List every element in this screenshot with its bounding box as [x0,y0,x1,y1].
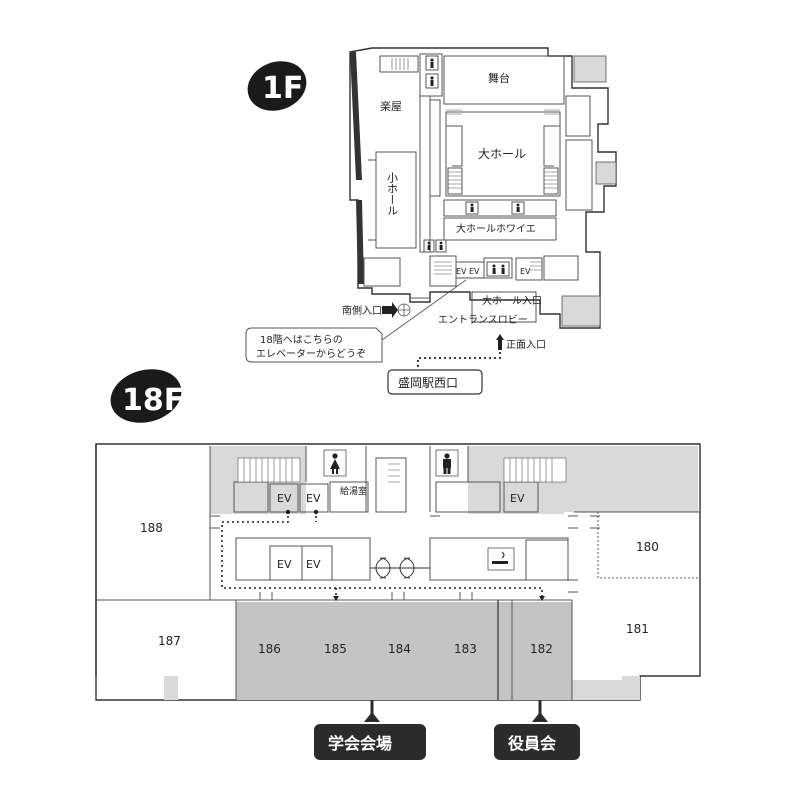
floor-1f-stairs [391,58,560,275]
west-wall [350,52,362,180]
elevator-18f-c: EV [510,492,525,505]
smoking-area-icon [487,547,515,571]
floor-1f-badge: 1F [247,61,307,111]
floor-18f-badge-text: 18F [122,383,184,418]
restroom-icon [423,55,525,277]
floor-18f-badge: 18F [110,369,184,423]
west-wall-lower [356,200,364,284]
room-184: 184 [388,642,411,656]
floor-1f-map: 1F [245,47,617,395]
room-large-hall-entrance: 大ホール入口 [482,294,542,307]
floor-1f-interior [363,53,593,323]
floor-1f-outline [349,47,617,329]
floor-18f-stairs [237,457,567,483]
conference-venue-pill: 学会会場 [314,700,426,760]
callout-line-1: 18階へはこちらの [260,334,343,346]
elevator-1f-b: EV [469,267,480,276]
doorway-icon [370,557,430,579]
room-187: 187 [158,634,181,648]
restroom-men-icon [435,449,459,477]
floor-1f-badge-text: 1F [262,71,303,106]
elevator-1f-a: EV [456,267,467,276]
callout-leader [381,279,467,341]
station-box: 盛岡駅西口 [387,369,483,395]
room-182: 182 [530,642,553,656]
floor-1f-service [561,55,617,327]
front-entrance-arrow-icon [496,334,504,350]
route-arrows [285,509,545,601]
elevator-1f-c: EV [520,267,531,276]
restroom-women-icon [323,449,347,477]
front-entrance-label: 正面入口 [506,340,546,351]
elevator-18f-a: EV [277,492,292,505]
elevator-callout: 18階へはこちらの エレベーターからどうぞ [245,279,467,363]
room-183: 183 [454,642,477,656]
board-venue-label: 役員会 [508,734,556,753]
room-kitchenette: 給湯室 [340,485,367,497]
elevator-18f-d: EV [277,558,292,571]
elevator-18f-b: EV [306,492,321,505]
conference-venue-label: 学会会場 [328,734,392,753]
route-18f [221,516,543,596]
room-186: 186 [258,642,281,656]
room-small-hall: 小ホール [386,172,399,216]
callout-line-2: エレベーターからどうぞ [256,348,366,360]
elevator-18f-e: EV [306,558,321,571]
floor-18f-walls [96,446,700,700]
venue-conference-area [236,602,512,700]
room-green-room: 楽屋 [380,100,402,113]
venue-board-area [512,602,572,700]
room-large-hall-foyer: 大ホールホワイエ [456,222,536,235]
south-entrance-label: 南側入口 [342,304,382,317]
room-180: 180 [636,540,659,554]
room-185: 185 [324,642,347,656]
room-large-hall: 大ホール [478,147,526,161]
south-entrance-arrow-icon [382,302,398,318]
room-188: 188 [140,521,163,535]
walking-route [417,350,501,372]
room-entrance-lobby: エントランスロビー [438,314,528,326]
board-venue-pill: 役員会 [494,700,580,760]
room-stage: 舞台 [488,71,510,85]
room-181: 181 [626,622,649,636]
floor-18f-map: 18F [95,369,701,760]
station-label: 盛岡駅西口 [398,375,458,390]
revolving-door-icon [397,303,411,317]
